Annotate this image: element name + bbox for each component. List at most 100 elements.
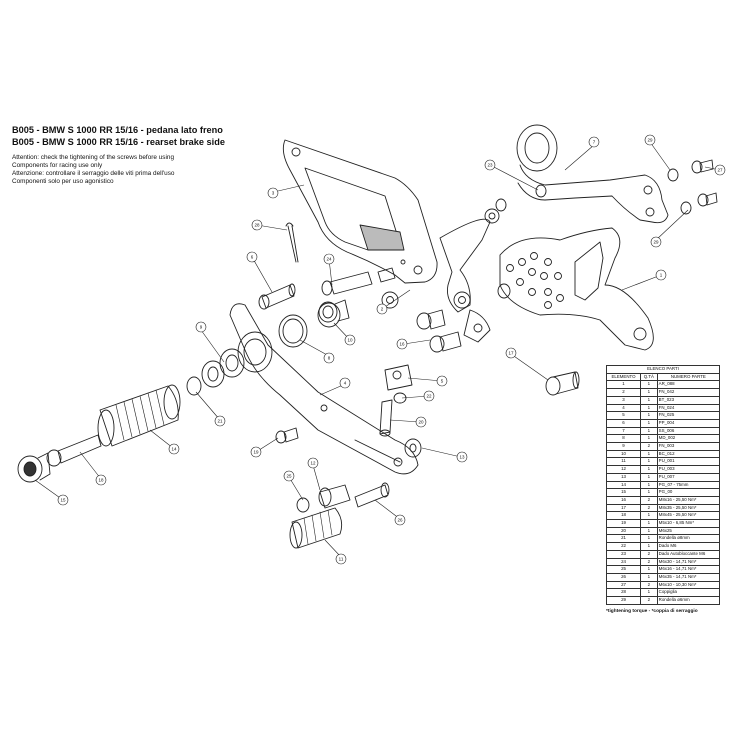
svg-text:18: 18 (98, 478, 104, 483)
quantity-cell: 1 (640, 388, 658, 397)
column-header: Q.TÀ (640, 372, 658, 382)
quantity-cell: 1 (640, 526, 658, 536)
quantity-cell: 2 (640, 557, 658, 567)
part-number-cell: FN_042 (656, 388, 721, 397)
svg-text:6: 6 (251, 255, 254, 260)
svg-text:3: 3 (272, 191, 275, 196)
part-number-cell: PP_004 (656, 418, 721, 428)
svg-text:17: 17 (508, 351, 514, 356)
callout-27: 27 (714, 164, 726, 176)
svg-text:11: 11 (339, 557, 344, 562)
svg-text:22: 22 (426, 394, 432, 399)
element-cell: 26 (605, 573, 642, 582)
svg-text:23: 23 (487, 163, 493, 168)
part-number-cell: PG_07 - 75mm (656, 480, 721, 490)
callout-8: 8 (323, 352, 335, 364)
quantity-cell: 2 (640, 503, 658, 513)
quantity-cell: 2 (640, 442, 658, 451)
title-english: B005 - BMW S 1000 RR 15/16 - rearset bra… (12, 137, 225, 147)
svg-text:25: 25 (286, 474, 292, 479)
circlip-part (278, 314, 308, 348)
callout-4: 4 (339, 377, 351, 389)
quantity-cell: 2 (640, 580, 658, 590)
element-cell: 16 (605, 495, 642, 505)
element-cell: 21 (605, 534, 642, 544)
quantity-cell: 1 (640, 449, 658, 459)
element-cell: 9 (605, 442, 642, 451)
leader-lines (34, 141, 721, 558)
element-cell: 29 (605, 596, 642, 605)
title-italian: B005 - BMW S 1000 RR 15/16 - pedana lato… (12, 125, 223, 135)
element-cell: 23 (605, 549, 642, 559)
cotter-pin-part (285, 222, 299, 263)
svg-text:13: 13 (459, 455, 465, 460)
svg-text:1: 1 (660, 273, 663, 278)
element-cell: 27 (605, 580, 642, 590)
quantity-cell: 1 (640, 488, 658, 497)
part-number-cell: BC_012 (656, 449, 721, 459)
brake-lever-part (229, 303, 419, 475)
part-number-cell: PU_003 (656, 465, 721, 474)
callout-14: 14 (168, 443, 180, 455)
callout-24: 24 (323, 253, 335, 265)
svg-text:29: 29 (647, 138, 653, 143)
svg-text:8: 8 (328, 356, 331, 361)
element-cell: 15 (605, 488, 642, 497)
note-line-3: Attenzione: controllare il serraggio del… (12, 170, 175, 177)
upper-bolts-part (318, 267, 399, 323)
quantity-cell: 2 (640, 495, 658, 505)
svg-text:16: 16 (399, 342, 405, 347)
part-number-cell: MD_002 (656, 434, 721, 444)
element-cell: 22 (605, 542, 642, 551)
part-number-cell: Dado Autobloccante M6 (656, 549, 721, 559)
element-cell: 20 (605, 526, 642, 536)
svg-text:24: 24 (326, 257, 332, 262)
svg-text:15: 15 (60, 498, 66, 503)
callout-29a: 29 (644, 134, 656, 146)
footpeg-part (97, 384, 181, 447)
svg-text:26: 26 (397, 518, 403, 523)
bolts-16-part (416, 309, 462, 353)
callout-23: 23 (484, 159, 496, 171)
callout-3: 3 (267, 187, 279, 199)
washer-21-part (497, 283, 511, 299)
part-number-cell: Coppiglia (656, 588, 721, 598)
quantity-cell: 1 (640, 426, 658, 436)
note-line-1: Attention: check the tightening of the s… (12, 154, 174, 161)
parts-table-title-row: ELENCO PARTI (606, 365, 720, 374)
quantity-cell: 2 (640, 596, 658, 605)
svg-text:19: 19 (253, 450, 259, 455)
callouts: 1 2 3 4 5 6 7 8 9 10 11 12 13 14 15 16 1… (57, 134, 726, 565)
svg-text:27: 27 (717, 168, 723, 173)
element-cell: 7 (605, 426, 642, 436)
callout-13: 13 (456, 451, 468, 463)
svg-text:14: 14 (171, 447, 177, 452)
callout-17: 17 (505, 347, 517, 359)
brake-rod-part (439, 208, 500, 343)
callout-5: 5 (436, 375, 448, 387)
parts-table: ELENCO PARTI ELEMENTO Q.TÀ NUMERO PARTE … (605, 365, 721, 605)
quantity-cell: 1 (640, 565, 658, 574)
callout-15: 15 (57, 494, 69, 506)
part-number-cell: FN_003 (656, 442, 721, 451)
callout-21: 21 (214, 415, 226, 427)
svg-text:4: 4 (344, 381, 347, 386)
callout-22: 22 (423, 390, 435, 402)
part-number-cell: AR_088 (656, 380, 721, 390)
element-cell: 1 (605, 380, 642, 390)
